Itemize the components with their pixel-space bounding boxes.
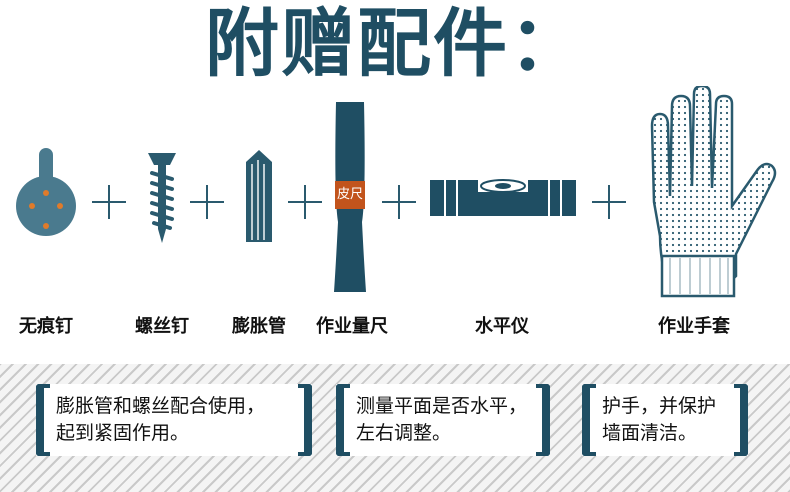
- work-glove-icon: [650, 86, 777, 298]
- plus-sign: [92, 185, 126, 219]
- plus-sign: [190, 185, 224, 219]
- anchor-plug-icon: [246, 150, 272, 242]
- screw-icon: [148, 153, 176, 243]
- bracket-right: [298, 384, 312, 456]
- note-box: 测量平面是否水平， 左右调整。: [336, 384, 550, 456]
- bracket-left: [582, 384, 596, 456]
- note-box: 护手，并保护 墙面清洁。: [582, 384, 748, 456]
- ruler-tag: 皮尺: [335, 181, 365, 209]
- item-label: 无痕钉: [19, 316, 73, 337]
- note-text: 膨胀管和螺丝配合使用， 起到紧固作用。: [56, 395, 266, 444]
- item-label: 螺丝钉: [135, 316, 189, 337]
- spirit-level-icon: [430, 178, 576, 216]
- plus-sign: [592, 185, 626, 219]
- bracket-left: [336, 384, 350, 456]
- note-box: 膨胀管和螺丝配合使用， 起到紧固作用。: [36, 384, 312, 456]
- note-text: 护手，并保护 墙面清洁。: [602, 395, 717, 444]
- hook-nail-icon: [16, 148, 76, 236]
- bracket-left: [36, 384, 50, 456]
- page-title: 附赠配件：: [205, 1, 585, 87]
- item-label: 膨胀管: [232, 316, 286, 337]
- item-label: 水平仪: [475, 316, 529, 337]
- plus-sign: [288, 185, 322, 219]
- item-label: 作业手套: [658, 316, 730, 337]
- bracket-right: [734, 384, 748, 456]
- bracket-right: [536, 384, 550, 456]
- item-label: 作业量尺: [316, 316, 388, 337]
- plus-sign: [382, 185, 416, 219]
- note-text: 测量平面是否水平， 左右调整。: [356, 395, 528, 444]
